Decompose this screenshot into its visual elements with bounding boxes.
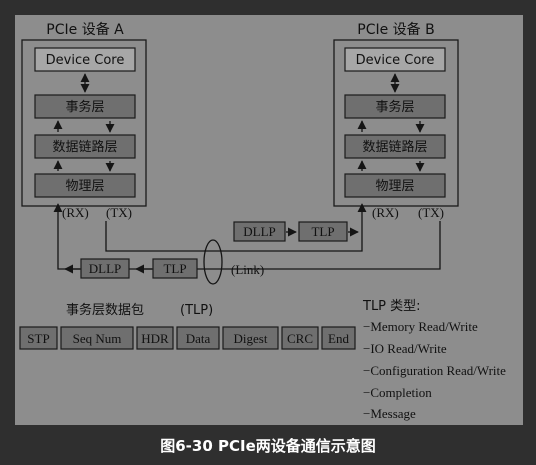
- tlp-packet-title: 事务层数据包: [66, 302, 144, 318]
- upper-dllp-label: DLLP: [243, 224, 276, 239]
- device-b-transaction-box: [344, 94, 446, 119]
- device-a-transaction-box: [34, 94, 136, 119]
- device-b-title: PCIe 设备 B: [357, 21, 434, 38]
- device-b-physical-box: [344, 173, 446, 198]
- device-a-physical-label: 物理层: [65, 178, 104, 193]
- tlp-field-stp: STP: [27, 331, 49, 346]
- lower-tlp-label: TLP: [163, 261, 186, 276]
- device-b-transaction-label: 事务层: [375, 99, 414, 114]
- device-b-core-label: Device Core: [356, 53, 435, 68]
- figure-caption: 图6-30 PCIe两设备通信示意图: [160, 437, 376, 455]
- device-a-frame: [21, 39, 147, 207]
- tlp-field-box: [60, 326, 134, 350]
- tlp-type-item: −Configuration Read/Write: [363, 363, 506, 378]
- device-a-core-box: [34, 47, 136, 72]
- diagram-panel: [15, 15, 523, 425]
- device-a-datalink-label: 数据链路层: [52, 139, 117, 154]
- device-b-datalink-label: 数据链路层: [362, 139, 427, 154]
- tlp-field-crc: CRC: [287, 331, 313, 346]
- tx-a-to-rx-b-wire: [105, 203, 367, 252]
- upper-dllp-box: [233, 221, 286, 242]
- device-a-rx: (RX): [62, 205, 89, 220]
- tlp-field-box: [222, 326, 279, 350]
- lower-dllp-box: [80, 258, 130, 279]
- tlp-field-data: Data: [186, 331, 211, 346]
- tlp-field-hdr: HDR: [141, 331, 169, 346]
- device-b-tx: (TX): [418, 205, 444, 220]
- tx-b-to-rx-a-wire: [53, 203, 441, 270]
- upper-tlp-box: [298, 221, 348, 242]
- tlp-field-box: [281, 326, 319, 350]
- device-a-physical-box: [34, 173, 136, 198]
- tlp-types-title: TLP 类型:: [362, 299, 421, 314]
- tlp-field-box: [321, 326, 356, 350]
- tlp-field-end: End: [328, 331, 349, 346]
- device-b-rx: (RX): [372, 205, 399, 220]
- tlp-field-digest: Digest: [234, 331, 268, 346]
- device-b-datalink-box: [344, 134, 446, 159]
- link-label: (Link): [231, 262, 264, 277]
- device-a-title: PCIe 设备 A: [46, 21, 124, 38]
- upper-tlp-label: TLP: [311, 224, 334, 239]
- device-b-frame: [333, 39, 459, 207]
- tlp-field-seqnum: Seq Num: [73, 331, 122, 346]
- lower-dllp-label: DLLP: [89, 261, 122, 276]
- device-b-core-box: [344, 47, 446, 72]
- tlp-type-item: −Completion: [363, 385, 432, 400]
- tlp-type-item: −Message: [363, 406, 416, 421]
- tlp-packet-abbr: (TLP): [180, 303, 213, 318]
- link-ellipse: [203, 239, 223, 285]
- tlp-field-box: [136, 326, 174, 350]
- tlp-field-box: [19, 326, 58, 350]
- tlp-type-item: −Memory Read/Write: [363, 319, 478, 334]
- tlp-field-box: [176, 326, 220, 350]
- device-a-core-label: Device Core: [46, 53, 125, 68]
- device-b-physical-label: 物理层: [375, 178, 414, 193]
- device-a-tx: (TX): [106, 205, 132, 220]
- lower-tlp-box: [152, 258, 198, 279]
- tlp-type-item: −IO Read/Write: [363, 341, 447, 356]
- device-a-transaction-label: 事务层: [65, 99, 104, 114]
- device-a-datalink-box: [34, 134, 136, 159]
